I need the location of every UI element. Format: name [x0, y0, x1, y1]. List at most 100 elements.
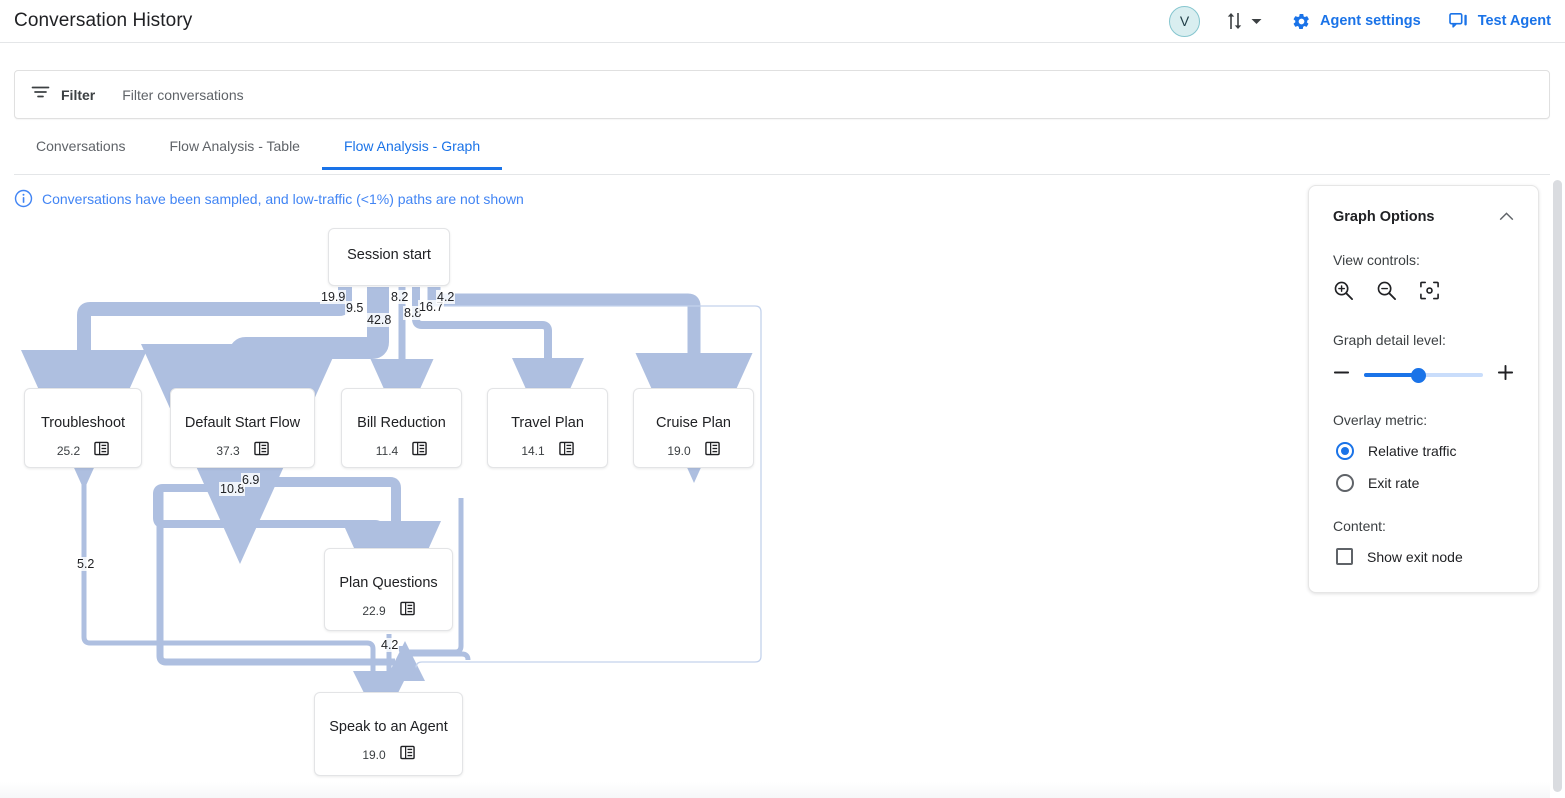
checkbox[interactable] — [1336, 548, 1353, 565]
slider-thumb[interactable] — [1410, 368, 1426, 383]
zoom-out-icon[interactable] — [1376, 280, 1397, 306]
bottom-fade — [0, 782, 1550, 798]
node-title: Session start — [347, 247, 431, 263]
node-speak-to-an-agent[interactable]: Speak to an Agent 19.0 — [314, 692, 463, 776]
test-agent-label: Test Agent — [1477, 13, 1551, 29]
avatar[interactable]: V — [1168, 5, 1200, 37]
graph-options-header[interactable]: Graph Options — [1333, 208, 1514, 226]
plus-icon[interactable] — [1497, 364, 1514, 386]
node-troubleshoot[interactable]: Troubleshoot 25.2 — [24, 388, 142, 468]
view-controls — [1333, 280, 1514, 306]
chevron-down-icon — [1251, 18, 1262, 25]
node-title: Bill Reduction — [357, 415, 446, 431]
node-meta: 19.0 — [667, 441, 720, 461]
tab-conversations[interactable]: Conversations — [36, 138, 126, 154]
info-icon — [14, 189, 42, 208]
agent-settings-label: Agent settings — [1319, 13, 1421, 29]
sampling-notice: Conversations have been sampled, and low… — [14, 189, 524, 208]
top-bar-actions: V Agent settings — [1168, 0, 1565, 42]
top-bar: Conversation History V — [0, 0, 1565, 43]
edge-label: 4.2 — [380, 638, 400, 652]
node-meta: 14.1 — [521, 441, 574, 461]
node-title: Troubleshoot — [40, 415, 126, 431]
filter-label: Filter — [61, 86, 96, 103]
sort-control[interactable] — [1226, 11, 1262, 31]
overlay-metric-label: Overlay metric: — [1333, 412, 1428, 428]
node-value: 11.4 — [375, 444, 399, 458]
filter-input[interactable]: Filter conversations — [122, 86, 244, 103]
edge-label: 8.2 — [390, 290, 410, 304]
gear-icon — [1292, 12, 1320, 31]
node-cruise-plan[interactable]: Cruise Plan 19.0 — [633, 388, 754, 468]
node-value: 37.3 — [216, 444, 240, 458]
node-meta: 25.2 — [57, 441, 109, 461]
node-value: 25.2 — [56, 444, 81, 458]
sampling-notice-text: Conversations have been sampled, and low… — [42, 190, 524, 207]
chevron-up-icon[interactable] — [1499, 208, 1514, 226]
node-title: Speak to an Agent — [329, 719, 448, 735]
edge-label: 10.8 — [219, 482, 246, 496]
agent-settings-button[interactable]: Agent settings — [1292, 12, 1421, 31]
node-title: Default Start Flow — [184, 415, 301, 431]
node-travel-plan[interactable]: Travel Plan 14.1 — [487, 388, 608, 468]
edge-label: 8.8 — [403, 306, 423, 320]
scrollbar-thumb[interactable] — [1553, 180, 1562, 792]
node-title: Plan Questions — [339, 575, 438, 591]
radio-button[interactable] — [1336, 474, 1354, 492]
edge-label: 42.8 — [366, 313, 393, 327]
slider-fill — [1364, 373, 1418, 377]
content-label: Content: — [1333, 518, 1386, 534]
node-value: 22.9 — [362, 604, 386, 618]
edge-label: 6.9 — [241, 473, 261, 487]
table-icon[interactable] — [412, 441, 427, 461]
checkbox-label: Show exit node — [1367, 548, 1463, 565]
node-default-start-flow[interactable]: Default Start Flow 37.3 — [170, 388, 315, 468]
tab-flow-analysis-table[interactable]: Flow Analysis - Table — [169, 138, 300, 154]
filter-bar[interactable]: Filter Filter conversations — [14, 70, 1550, 119]
zoom-in-icon[interactable] — [1333, 280, 1354, 306]
node-session-start[interactable]: Session start — [328, 228, 450, 286]
node-title: Travel Plan — [511, 415, 584, 431]
checkbox-show-exit-node[interactable]: Show exit node — [1333, 548, 1514, 565]
page-title: Conversation History — [14, 10, 193, 31]
filter-icon — [31, 85, 50, 104]
minus-icon[interactable] — [1333, 364, 1350, 386]
node-plan-questions[interactable]: Plan Questions 22.9 — [324, 548, 453, 631]
tab-bar: Conversations Flow Analysis - Table Flow… — [14, 133, 1550, 175]
flow-graph-canvas[interactable]: Session start Troubleshoot 25.2 Default … — [0, 176, 1545, 782]
radio-relative-traffic[interactable]: Relative traffic — [1333, 442, 1514, 460]
view-controls-label: View controls: — [1333, 252, 1420, 268]
radio-label: Exit rate — [1368, 475, 1420, 491]
table-icon[interactable] — [399, 601, 415, 621]
graph-options-title: Graph Options — [1333, 209, 1435, 225]
node-value: 19.0 — [667, 444, 691, 458]
radio-exit-rate[interactable]: Exit rate — [1333, 474, 1514, 492]
fit-to-screen-icon[interactable] — [1419, 280, 1440, 306]
edge-label: 5.2 — [76, 557, 96, 571]
table-icon[interactable] — [94, 441, 109, 461]
detail-level-label: Graph detail level: — [1333, 332, 1446, 348]
node-value: 14.1 — [521, 444, 545, 458]
table-icon[interactable] — [558, 441, 574, 461]
chat-bubbles-icon — [1448, 12, 1478, 30]
node-meta: 37.3 — [216, 441, 269, 461]
edge-label: 4.2 — [436, 290, 456, 304]
sort-arrows-icon — [1226, 11, 1243, 31]
edge-label: 9.5 — [345, 301, 365, 315]
tab-flow-analysis-graph[interactable]: Flow Analysis - Graph — [321, 133, 503, 170]
node-meta: 11.4 — [376, 441, 427, 461]
table-icon[interactable] — [253, 441, 269, 461]
table-icon[interactable] — [399, 745, 415, 765]
node-bill-reduction[interactable]: Bill Reduction 11.4 — [341, 388, 462, 468]
node-meta: 19.0 — [362, 745, 415, 765]
radio-label: Relative traffic — [1368, 443, 1457, 459]
node-value: 19.0 — [362, 748, 386, 762]
graph-options-panel: Graph Options View controls: — [1308, 185, 1539, 593]
node-meta: 22.9 — [362, 601, 415, 621]
test-agent-button[interactable]: Test Agent — [1448, 12, 1551, 30]
detail-level-slider[interactable] — [1364, 368, 1483, 383]
edge-label: 19.9 — [320, 290, 347, 304]
detail-level-slider-row — [1333, 364, 1514, 386]
table-icon[interactable] — [704, 441, 720, 461]
radio-button[interactable] — [1336, 442, 1354, 460]
